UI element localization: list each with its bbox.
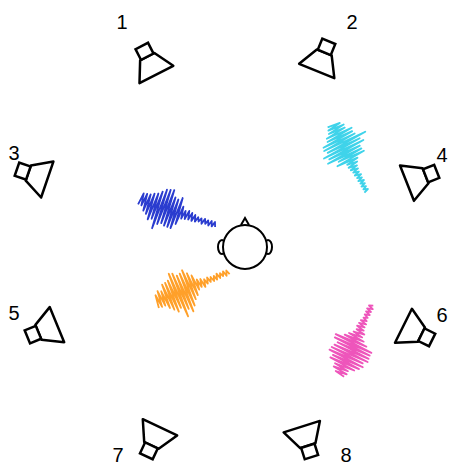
waveform xyxy=(156,270,230,316)
loudspeaker xyxy=(284,421,330,463)
speakers xyxy=(11,34,444,464)
callout-number: 8 xyxy=(340,445,351,465)
callout-number: 3 xyxy=(8,143,19,163)
loudspeaker xyxy=(395,309,441,357)
callout-number: 6 xyxy=(436,305,447,325)
loudspeaker xyxy=(20,307,64,354)
callout-number: 7 xyxy=(112,445,123,465)
callout-number: 1 xyxy=(116,12,127,32)
listener-head xyxy=(218,218,272,269)
callout-number: 4 xyxy=(436,145,447,165)
waveform xyxy=(324,123,368,193)
loudspeaker xyxy=(129,419,177,464)
waveform xyxy=(138,190,215,229)
callout-number: 5 xyxy=(8,303,19,323)
loudspeaker xyxy=(125,37,173,83)
loudspeaker xyxy=(299,34,346,78)
waveform xyxy=(330,306,374,377)
callout-number: 2 xyxy=(346,12,357,32)
waveforms xyxy=(138,120,454,377)
